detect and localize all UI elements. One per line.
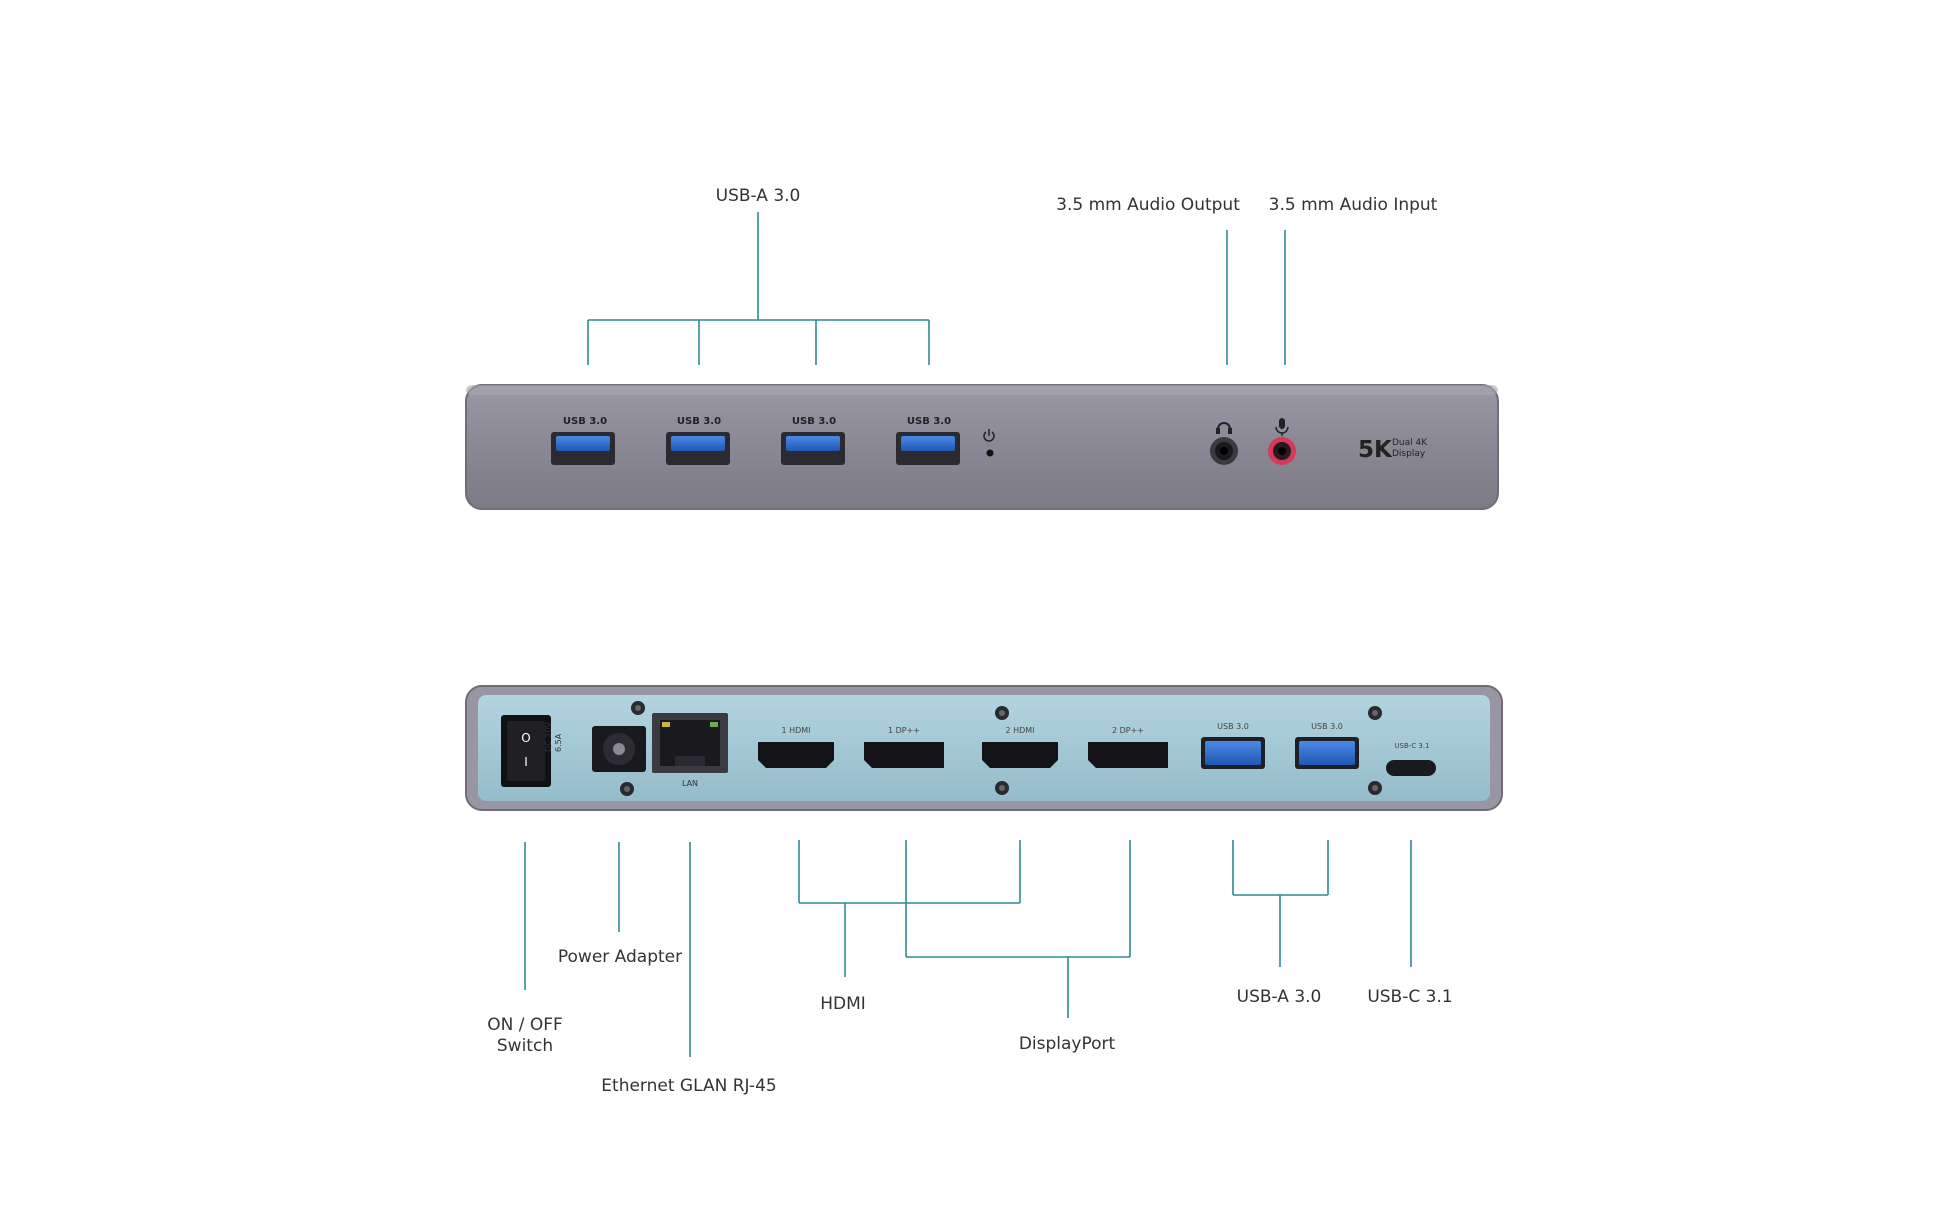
lan-label: LAN bbox=[682, 779, 698, 788]
label-displayport: DisplayPort bbox=[1019, 1034, 1116, 1054]
rear-usb-1-label: USB 3.0 bbox=[1217, 722, 1249, 731]
audio-output-jack[interactable] bbox=[1210, 437, 1238, 465]
badge-5k: 5K bbox=[1358, 437, 1393, 463]
label-front-usb-a: USB-A 3.0 bbox=[716, 186, 801, 206]
badge-line-1: Dual 4K bbox=[1392, 438, 1428, 448]
front-usb-port-2[interactable]: USB 3.0 bbox=[666, 416, 730, 465]
power-icon bbox=[983, 429, 995, 442]
rear-leaders bbox=[524, 840, 1412, 1057]
front-usb-port-1[interactable]: USB 3.0 bbox=[551, 416, 615, 465]
ethernet-port[interactable] bbox=[652, 713, 728, 773]
power-adapter-jack[interactable] bbox=[592, 726, 646, 772]
displayport-port-1[interactable] bbox=[864, 742, 944, 768]
switch-on-mark: O bbox=[521, 731, 530, 745]
headphone-icon bbox=[1216, 422, 1232, 434]
front-housing bbox=[465, 384, 1499, 510]
on-off-switch[interactable]: O I bbox=[501, 715, 551, 787]
label-power-adapter: Power Adapter bbox=[558, 947, 682, 967]
label-on-off-line2: Switch bbox=[497, 1036, 553, 1056]
screw-icon bbox=[620, 701, 1382, 796]
usb-port-label: USB 3.0 bbox=[563, 416, 607, 427]
label-rear-usb-a: USB-A 3.0 bbox=[1237, 987, 1322, 1007]
label-ethernet: Ethernet GLAN RJ-45 bbox=[601, 1076, 776, 1096]
hdmi-port-2[interactable] bbox=[982, 742, 1058, 768]
usbc-label: USB-C 3.1 bbox=[1394, 742, 1429, 750]
audio-input-jack[interactable] bbox=[1268, 437, 1296, 465]
label-audio-output: 3.5 mm Audio Output bbox=[1056, 195, 1240, 215]
front-panel: USB 3.0 USB 3.0 USB 3.0 USB 3.0 bbox=[465, 384, 1499, 510]
usb-c-port[interactable] bbox=[1386, 760, 1436, 776]
badge-line-2: Display bbox=[1392, 449, 1426, 459]
dc-label-1: DC 20V bbox=[544, 722, 553, 752]
usb-port-label: USB 3.0 bbox=[907, 416, 951, 427]
displayport-port-2[interactable] bbox=[1088, 742, 1168, 768]
hdmi-1-label: 1 HDMI bbox=[781, 726, 810, 735]
label-hdmi: HDMI bbox=[820, 994, 866, 1014]
hdmi-port-1[interactable] bbox=[758, 742, 834, 768]
front-usb-port-4[interactable]: USB 3.0 bbox=[896, 416, 960, 465]
microphone-icon bbox=[1275, 418, 1289, 436]
dp-1-label: 1 DP++ bbox=[888, 726, 920, 735]
label-audio-input: 3.5 mm Audio Input bbox=[1269, 195, 1438, 215]
dp-2-label: 2 DP++ bbox=[1112, 726, 1144, 735]
rear-usb-port-2[interactable] bbox=[1295, 737, 1359, 769]
label-usb-c: USB-C 3.1 bbox=[1367, 987, 1452, 1007]
dc-label-2: 6.5A bbox=[554, 733, 563, 752]
rear-panel: O I DC 20V 6.5A LAN 1 HDMI 1 DP++ 2 HDMI bbox=[465, 685, 1503, 811]
hdmi-2-label: 2 HDMI bbox=[1005, 726, 1034, 735]
label-on-off-line1: ON / OFF bbox=[487, 1015, 563, 1035]
usb-port-label: USB 3.0 bbox=[677, 416, 721, 427]
front-leaders bbox=[587, 212, 1286, 365]
rear-usb-2-label: USB 3.0 bbox=[1311, 722, 1343, 731]
rear-usb-port-1[interactable] bbox=[1201, 737, 1265, 769]
power-led bbox=[986, 449, 994, 457]
switch-off-mark: I bbox=[524, 755, 528, 769]
usb-port-label: USB 3.0 bbox=[792, 416, 836, 427]
front-usb-port-3[interactable]: USB 3.0 bbox=[781, 416, 845, 465]
